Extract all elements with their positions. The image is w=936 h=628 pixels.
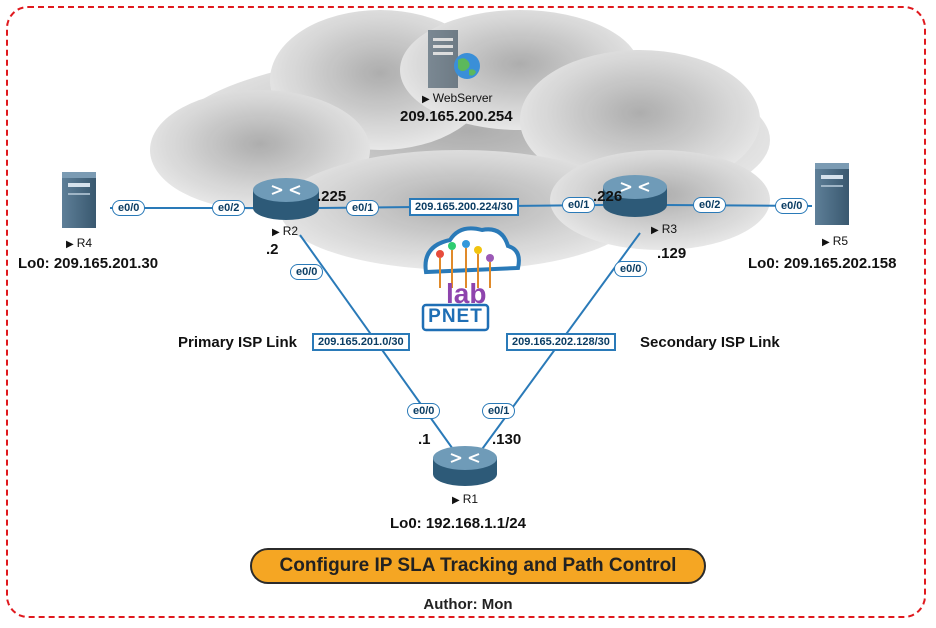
r1-interface-e0-0: e0/0 <box>407 403 441 419</box>
r2-host-225: .225 <box>317 188 347 205</box>
network-r1-r2: 209.165.201.0/30 <box>312 333 410 351</box>
secondary-isp-link-label: Secondary ISP Link <box>640 334 780 351</box>
pnet-logo-text: PNET <box>428 306 483 327</box>
r5-loopback: Lo0: 209.165.202.158 <box>748 255 897 272</box>
r3-name: ▶R3 <box>651 222 678 236</box>
r5-interface-e0-0: e0/0 <box>775 198 809 214</box>
r5-name: ▶R5 <box>822 234 849 248</box>
r4-loopback: Lo0: 209.165.201.30 <box>18 255 159 272</box>
r4-device-icon <box>62 172 96 228</box>
r1-host-130: .130 <box>492 431 522 448</box>
diagram-title-text: Configure IP SLA Tracking and Path Contr… <box>279 555 677 576</box>
primary-isp-link-label: Primary ISP Link <box>178 334 297 351</box>
r1-name: ▶R1 <box>452 492 479 506</box>
author-label: Author: Mon <box>423 596 513 613</box>
r4-name: ▶R4 <box>66 236 93 250</box>
internet-cloud <box>150 10 770 270</box>
r3-interface-e0-2: e0/2 <box>693 197 727 213</box>
r1-loopback: Lo0: 192.168.1.1/24 <box>390 515 526 532</box>
dashed-frame <box>6 6 926 618</box>
r2-name: ▶R2 <box>272 224 299 238</box>
r2-interface-e0-1: e0/1 <box>346 200 380 216</box>
r3-router-icon <box>603 175 667 217</box>
r5-device-icon <box>815 163 849 225</box>
r2-interface-e0-0: e0/0 <box>290 264 324 280</box>
r3-host-226: .226 <box>593 188 623 205</box>
webserver-name: ▶WebServer <box>422 91 493 105</box>
network-r1-r3: 209.165.202.128/30 <box>506 333 616 351</box>
r3-host-129: .129 <box>657 245 687 262</box>
webserver-ip: 209.165.200.254 <box>400 108 513 125</box>
r3-interface-e0-1: e0/1 <box>562 197 596 213</box>
r3-interface-e0-0: e0/0 <box>614 261 648 277</box>
r4-interface-e0-0: e0/0 <box>112 200 146 216</box>
pnet-logo-icon <box>421 226 521 332</box>
diagram-title: Configure IP SLA Tracking and Path Contr… <box>250 548 706 584</box>
r2-router-icon <box>253 178 319 220</box>
r2-host-2: .2 <box>266 241 279 258</box>
r1-host-1: .1 <box>418 431 431 448</box>
r1-interface-e0-1: e0/1 <box>482 403 516 419</box>
pnet-logo-lab: lab <box>446 278 487 309</box>
r1-router-icon <box>433 446 497 486</box>
network-r2-r3: 209.165.200.224/30 <box>409 198 519 216</box>
webserver-icon <box>428 30 480 88</box>
r2-interface-e0-2: e0/2 <box>212 200 246 216</box>
